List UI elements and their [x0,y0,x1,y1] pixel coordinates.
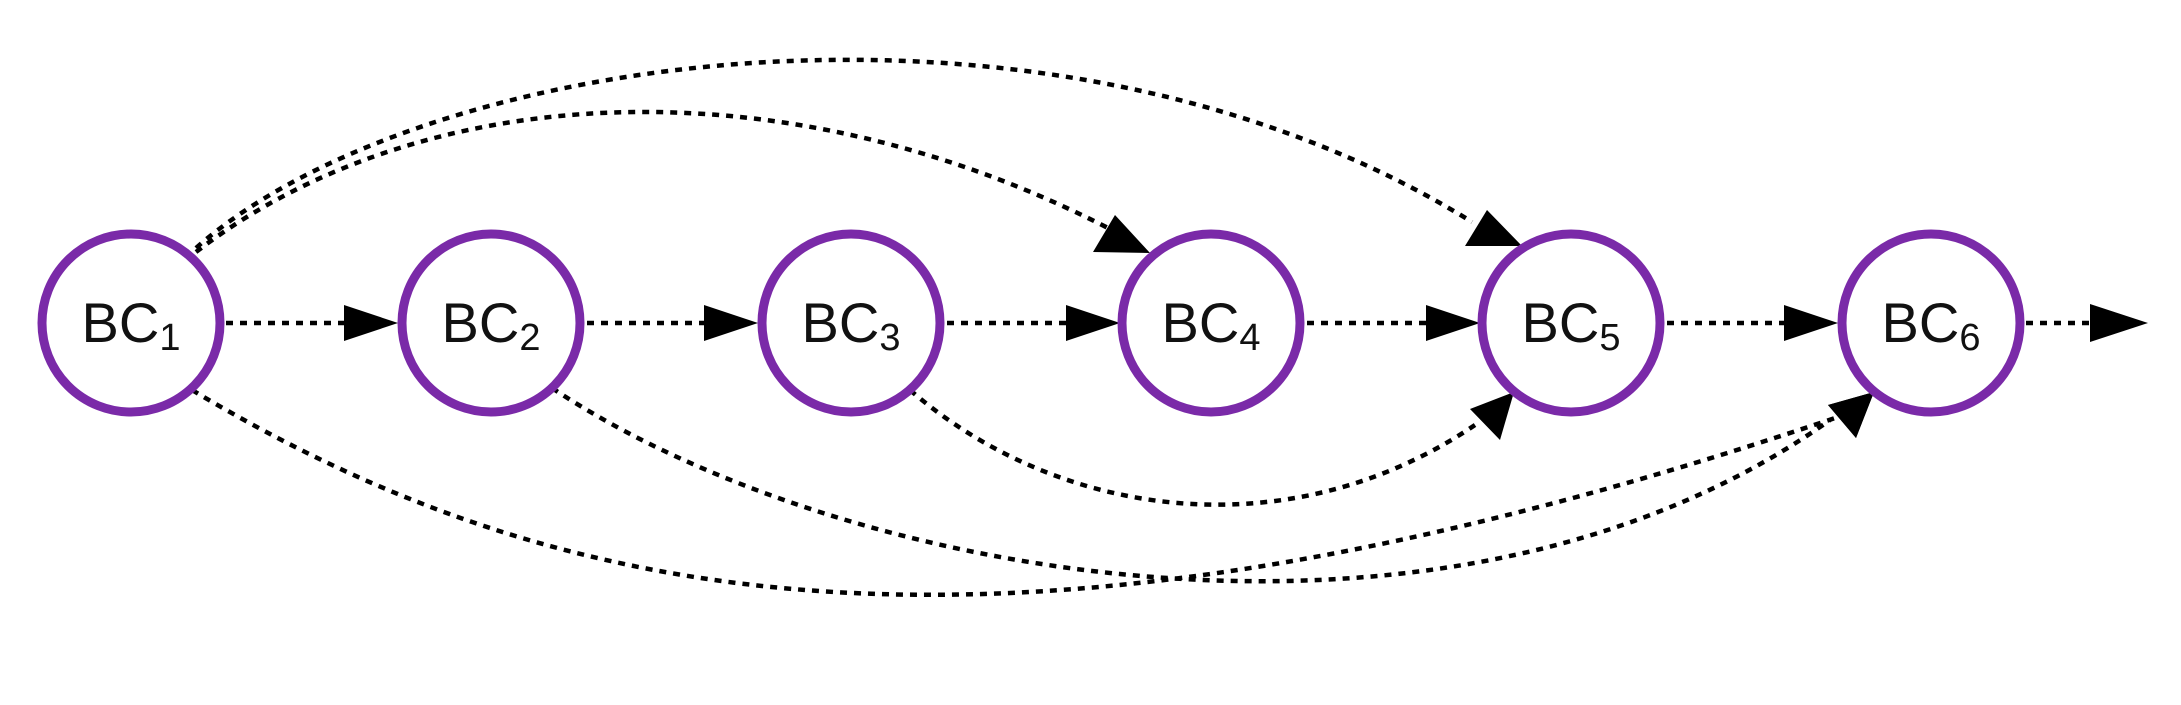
node-bc5: BC5 [1477,229,1665,417]
edge-bc3-bc5 [908,388,1477,507]
node-bc3: BC3 [757,229,945,417]
node-circle [37,229,225,417]
edges [190,57,2148,597]
node-bc1: BC1 [37,229,225,417]
node-circle [1117,229,1305,417]
node-label: BC1 [82,291,181,359]
arrowhead-bc3-bc5 [1470,392,1514,440]
node-circle [757,229,945,417]
node-label: BC5 [1522,291,1621,359]
arrowhead-bc1-bc5 [1465,210,1522,246]
node-bc2: BC2 [397,229,585,417]
node-circle [1837,229,2025,417]
node-bc6: BC6 [1837,229,2025,417]
edge-bc2-bc6 [550,386,1832,584]
edge-bc1-bc6 [190,388,1836,597]
arrowhead-bc3-bc4 [1066,305,1120,341]
node-label: BC3 [802,291,901,359]
arrowhead-bc5-bc6 [1784,305,1838,341]
node-circle [397,229,585,417]
nodes: BC1 BC2 BC3 BC4 BC5 BC6 [37,229,2025,417]
node-label: BC4 [1162,291,1261,359]
node-label: BC6 [1882,291,1981,359]
edge-bc1-bc5 [194,57,1474,250]
arrowhead-bc1-bc6 [1828,392,1874,438]
arrowhead-bc1-bc4 [1093,215,1150,253]
arrowhead-bc6-next [2090,304,2148,342]
node-bc4: BC4 [1117,229,1305,417]
node-label: BC2 [442,291,541,359]
node-circle [1477,229,1665,417]
arrowhead-bc1-bc2 [344,305,398,341]
arrowhead-bc2-bc3 [704,305,758,341]
arrowhead-bc4-bc5 [1426,305,1480,341]
edge-bc1-bc4 [194,109,1110,254]
